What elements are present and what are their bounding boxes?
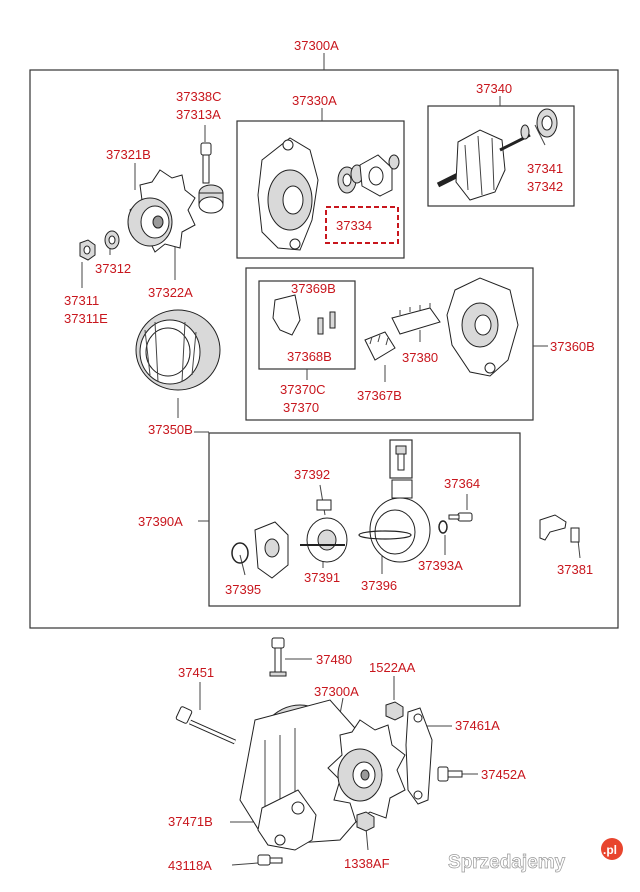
label-37312: 37312: [95, 261, 131, 276]
label-37300a-top: 37300A: [294, 38, 339, 53]
o-ring-37393a-part: [438, 520, 448, 534]
label-37330a: 37330A: [292, 93, 337, 108]
regulator-group-frame: [208, 432, 521, 607]
label-37395: 37395: [225, 582, 261, 597]
rotor-bearing-part: [520, 108, 558, 140]
label-37380: 37380: [402, 350, 438, 365]
label-43118a: 43118A: [168, 858, 212, 873]
label-37391: 37391: [304, 570, 340, 585]
bearing-retainer-part: [359, 154, 400, 197]
label-37390a: 37390A: [138, 514, 183, 529]
bracket-group-frame: [236, 120, 405, 259]
label-1338af: 1338AF: [344, 856, 390, 871]
label-37360b: 37360B: [550, 339, 595, 354]
watermark-text: Sprzedajemy: [448, 852, 566, 873]
terminal-block-part: [364, 331, 396, 361]
stator-part: [135, 309, 221, 391]
rotor-group-frame: [427, 105, 575, 207]
bolt-43118a-part: [257, 854, 283, 866]
label-37350b: 37350B: [148, 422, 193, 437]
label-37364: 37364: [444, 476, 480, 491]
label-37338c: 37338C: [176, 89, 222, 104]
label-37334: 37334: [336, 218, 372, 233]
label-37367b: 37367B: [357, 388, 402, 403]
fan-pulley-part: [127, 169, 196, 253]
label-37392: 37392: [294, 467, 330, 482]
spacer-sleeve-part: [198, 184, 224, 214]
watermark: Sprzedajemy .pl: [448, 838, 623, 873]
rectifier-part: [391, 303, 441, 335]
adjusting-bracket-37461a-part: [405, 707, 433, 805]
check-valve-part: [389, 439, 413, 479]
label-37368b: 37368B: [287, 349, 332, 364]
label-37452a: 37452A: [481, 767, 526, 782]
label-37300a-bottom: 37300A: [314, 684, 359, 699]
part-37334-highlight: [325, 206, 399, 244]
label-37381: 37381: [557, 562, 593, 577]
watermark-badge: [601, 838, 623, 860]
label-37342: 37342: [527, 179, 563, 194]
bolt-37452a-part: [437, 766, 463, 782]
label-37341: 37341: [527, 161, 563, 176]
rotor-part: [436, 129, 531, 201]
front-bracket-part: [257, 137, 319, 251]
watermark-suffix: .pl: [603, 843, 617, 857]
mounting-bracket-37471b-part: [257, 789, 317, 851]
pump-housing-37396-part: [358, 479, 431, 563]
label-37311: 37311: [64, 293, 99, 308]
rear-cover-group-frame: [245, 267, 534, 421]
rear-cover-part: [446, 277, 519, 377]
label-1522aa: 1522AA: [369, 660, 416, 675]
label-37322a: 37322A: [148, 285, 193, 300]
nut-1522aa-part: [385, 701, 404, 721]
o-ring-37395-part: [231, 542, 249, 564]
bolt-37338c-part: [200, 142, 212, 184]
label-37370c: 37370C: [280, 382, 326, 397]
label-37340: 37340: [476, 81, 512, 96]
housing-plate-part: [254, 521, 289, 579]
label-37451: 37451: [178, 665, 214, 680]
nut-1338af-part: [356, 811, 375, 832]
nut-37311-part: [79, 239, 96, 261]
label-37311e: 37311E: [64, 311, 108, 326]
vacuum-pump-rotor-37391-part: [300, 499, 348, 563]
front-bearing-part: [337, 164, 364, 194]
label-37370: 37370: [283, 400, 319, 415]
bolt-37364-part: [448, 512, 473, 522]
label-37313a: 37313A: [176, 107, 221, 122]
label-37396: 37396: [361, 578, 397, 593]
bolt-37480-part: [269, 637, 287, 677]
label-37480: 37480: [316, 652, 352, 667]
bolt-37451-part: [175, 706, 237, 745]
washer-37312-part: [104, 230, 120, 250]
label-37393a: 37393A: [418, 558, 463, 573]
bracket-37381-part: [539, 514, 580, 543]
label-37461a: 37461A: [455, 718, 500, 733]
brush-holder-part: [272, 294, 336, 336]
label-37471b: 37471B: [168, 814, 213, 829]
label-37369b: 37369B: [291, 281, 336, 296]
label-37321b: 37321B: [106, 147, 151, 162]
